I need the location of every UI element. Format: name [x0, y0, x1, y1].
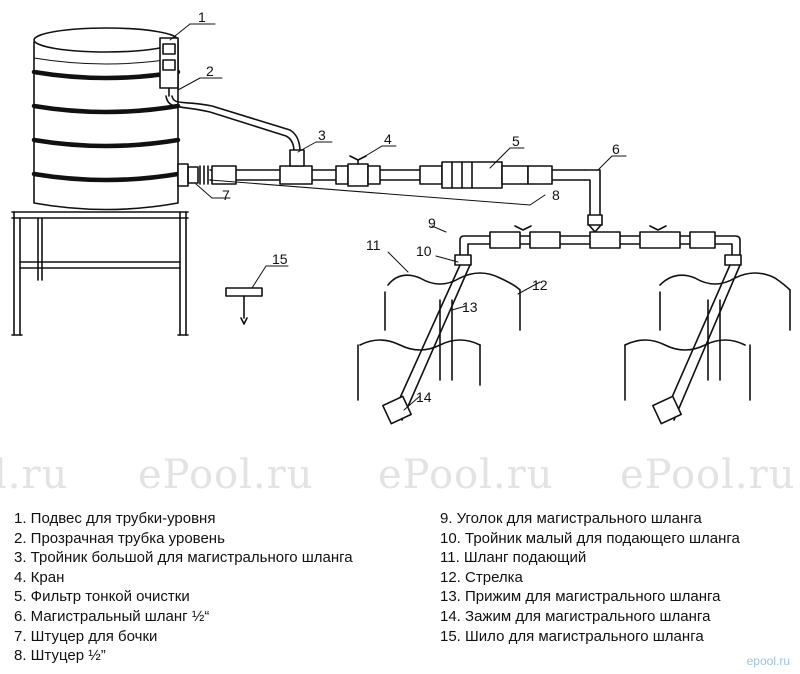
callout-12: 12 — [532, 277, 548, 293]
watermark-row: l.ru ePool.ru ePool.ru ePool.ru — [0, 452, 800, 502]
tank-stand — [11, 211, 189, 336]
watermark: ePool.ru — [378, 452, 554, 498]
watermark: ePool.ru — [138, 452, 314, 498]
callout-2: 2 — [206, 63, 214, 79]
irrigation-diagram: 1 2 3 4 5 6 7 8 9 10 11 12 13 14 15 — [11, 9, 791, 425]
legend-item: 10. Тройник малый для подающего шланга — [440, 529, 740, 547]
callout-numbers: 1 2 3 4 5 6 7 8 9 10 11 12 13 14 15 — [198, 9, 620, 405]
callout-8: 8 — [552, 187, 560, 203]
callout-13: 13 — [462, 299, 478, 315]
legend-item: 4. Кран — [14, 568, 65, 586]
main-hose-upper — [209, 149, 586, 189]
dripper-assembly-left — [357, 254, 521, 425]
legend-item: 5. Фильтр тонкой очистки — [14, 588, 190, 606]
brand-mark: epool.ru — [746, 654, 790, 668]
dripper-assembly-right — [624, 254, 791, 425]
legend-item: 1. Подвес для трубки-уровня — [14, 510, 216, 527]
watermark: ePool.ru — [620, 452, 796, 498]
callout-4: 4 — [384, 131, 392, 147]
legend-item: 11. Шланг подающий — [440, 549, 587, 567]
callout-14: 14 — [416, 389, 432, 405]
leader-8 — [209, 179, 546, 206]
callout-3: 3 — [318, 127, 326, 143]
callout-6: 6 — [612, 141, 620, 157]
callout-9: 9 — [428, 215, 436, 231]
legend-item: 7. Штуцер для бочки — [14, 627, 158, 645]
barrel-fitting — [177, 163, 209, 187]
callout-5: 5 — [512, 133, 520, 149]
callout-10: 10 — [416, 243, 432, 259]
callout-leaders — [169, 23, 627, 411]
legend-item: 15. Шило для магистрального шланга — [440, 627, 704, 645]
callout-11: 11 — [366, 237, 381, 253]
main-hose-lower — [459, 225, 741, 256]
hose-elbow — [584, 169, 603, 233]
legend-item: 12. Стрелка — [440, 568, 523, 586]
legend-item: 9. Уголок для магистрального шланга — [440, 510, 702, 527]
legend-left: 1. Подвес для трубки-уровня 2. Прозрачна… — [14, 509, 353, 666]
legend-right: 9. Уголок для магистрального шланга 10. … — [440, 509, 740, 646]
callout-1: 1 — [198, 9, 206, 25]
legend-item: 13. Прижим для магистрального шланга — [440, 588, 721, 606]
awl — [225, 287, 263, 325]
legend-item: 14. Зажим для магистрального шланга — [440, 607, 711, 625]
watermark-partial: l.ru — [0, 452, 69, 498]
legend-item: 6. Магистральный шланг ½“ — [14, 607, 210, 625]
level-tube-hanger — [159, 37, 179, 97]
barrel — [31, 27, 181, 211]
legend-item: 3. Тройник большой для магистрального шл… — [14, 549, 353, 567]
legend-item: 2. Прозрачная трубка уровень — [14, 529, 225, 547]
legend-item: 8. Штуцер ½” — [14, 647, 106, 665]
level-tube — [165, 95, 301, 153]
callout-7: 7 — [222, 187, 230, 203]
callout-15: 15 — [272, 251, 288, 267]
